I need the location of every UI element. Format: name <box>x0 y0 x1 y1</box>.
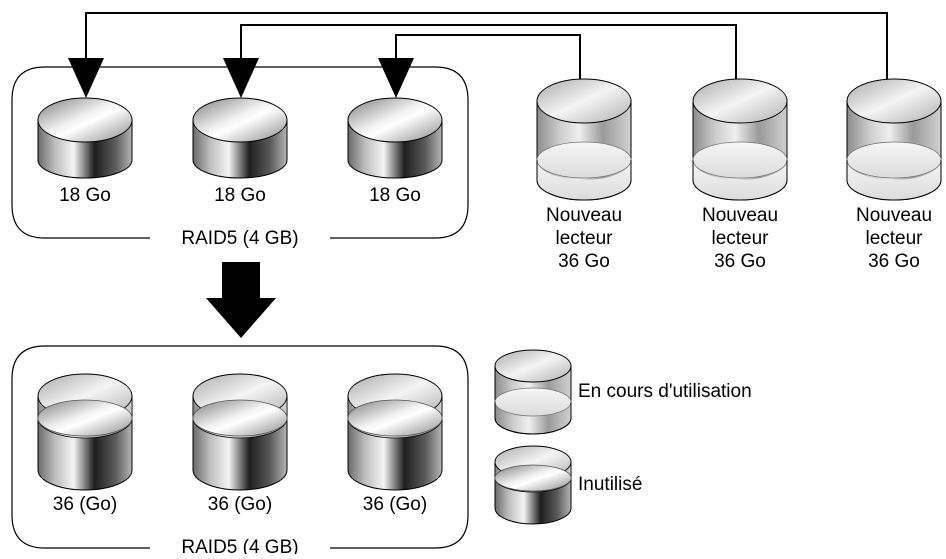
connector-arrowheads <box>68 58 414 98</box>
legend-used-icon <box>494 349 572 435</box>
drive-after-2-label: 36 (Go) <box>208 494 272 515</box>
svg-text:36 Go: 36 Go <box>558 251 610 272</box>
drive-after-1-label: 36 (Go) <box>53 494 117 515</box>
connector-line-1 <box>85 12 888 80</box>
arrowhead-2 <box>223 58 259 98</box>
new-drive-3-label: Nouveau lecteur 36 Go <box>856 205 932 272</box>
drive-after-1 <box>37 373 133 491</box>
legend-used-label: En cours d'utilisation <box>578 381 752 402</box>
arrowhead-1 <box>68 58 104 98</box>
drive-before-3-label: 18 Go <box>369 185 421 206</box>
drive-after-3 <box>347 373 443 491</box>
svg-text:lecteur: lecteur <box>865 228 923 249</box>
connector-line-2 <box>240 24 737 80</box>
transition-arrow-icon <box>206 262 276 338</box>
drive-before-3 <box>347 97 443 179</box>
raid-group-before-label: RAID5 (4 GB) <box>181 228 298 249</box>
svg-text:Nouveau: Nouveau <box>702 205 778 226</box>
replacement-connectors <box>85 12 888 80</box>
drive-before-1-label: 18 Go <box>59 185 111 206</box>
new-drive-2 <box>692 78 788 201</box>
raid-group-before-frame <box>11 66 469 239</box>
legend: En cours d'utilisation Inutilisé <box>494 349 752 525</box>
new-drive-1 <box>536 78 632 201</box>
legend-unused-label: Inutilisé <box>578 474 642 495</box>
drive-before-2-label: 18 Go <box>214 185 266 206</box>
svg-text:lecteur: lecteur <box>711 228 769 249</box>
connector-line-3 <box>395 34 581 80</box>
svg-text:Nouveau: Nouveau <box>856 205 932 226</box>
new-drive-1-label: Nouveau lecteur 36 Go <box>546 205 622 272</box>
svg-text:36 Go: 36 Go <box>714 251 766 272</box>
svg-text:36 Go: 36 Go <box>868 251 920 272</box>
legend-unused-icon <box>494 445 572 525</box>
svg-text:lecteur: lecteur <box>555 228 613 249</box>
arrowhead-3 <box>378 58 414 98</box>
drive-after-3-label: 36 (Go) <box>363 494 427 515</box>
drive-before-2 <box>192 97 288 179</box>
raid-group-after-frame <box>11 345 469 549</box>
new-drive-2-label: Nouveau lecteur 36 Go <box>702 205 778 272</box>
raid-group-after-label: RAID5 (4 GB) <box>181 537 298 554</box>
drive-before-1 <box>37 97 133 179</box>
svg-text:Nouveau: Nouveau <box>546 205 622 226</box>
new-drive-3 <box>846 78 942 201</box>
drive-after-2 <box>192 373 288 491</box>
